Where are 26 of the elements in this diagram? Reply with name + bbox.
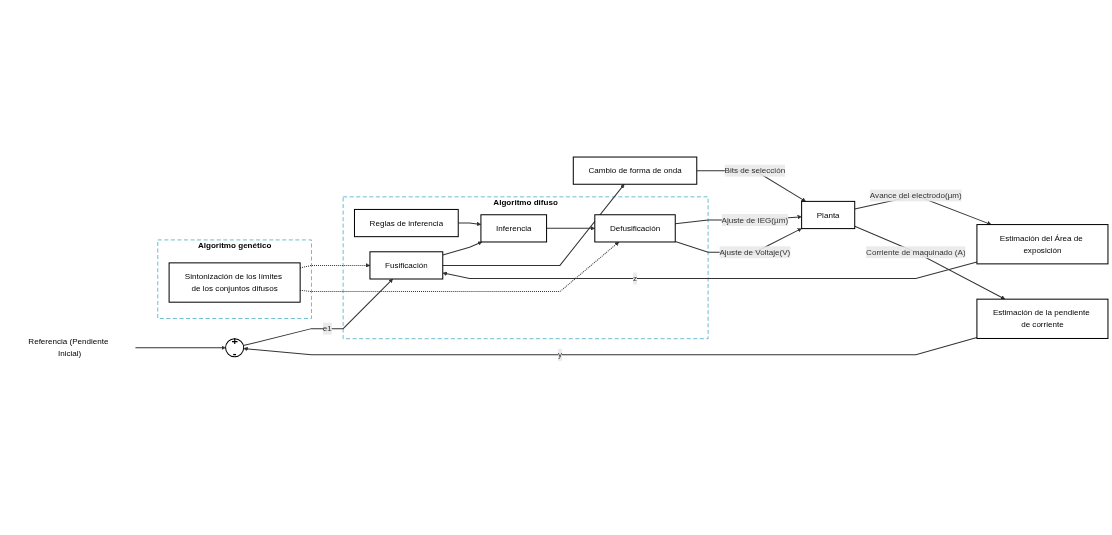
edge-label: e1 [322, 324, 332, 334]
edge-label: Ajuste de IEG(µm) [721, 215, 789, 225]
node-box: Estimación del Área de exposición [976, 224, 1109, 265]
edge-label: Avance del electrodo(µm) [869, 191, 962, 201]
node-box: Cambio de forma de onda [572, 156, 698, 186]
node-box: Planta [801, 201, 856, 230]
arrow [134, 346, 226, 351]
arrow [546, 226, 595, 231]
arrow [442, 241, 483, 256]
node-box: Defusificación [594, 214, 676, 243]
arrow [854, 226, 1006, 300]
node-box: Inferencia [480, 214, 548, 243]
edge-label: Bits de selección [724, 166, 786, 176]
node-box: Estimación de la pendiente de corriente [976, 299, 1109, 340]
edge-label: z [633, 274, 638, 283]
node-circle: + - [225, 338, 245, 358]
edge-label: Corriente de maquinado (A) [866, 248, 966, 257]
edge-label: Ajuste de Voltaje(V) [719, 248, 791, 257]
arrow [442, 184, 625, 267]
node-text: Referencia (Pendiente Inicial) [28, 337, 109, 359]
node-box: Fusificación [369, 251, 444, 280]
node-box: Sintonización de los límites de los conjuntos difusos [168, 262, 301, 304]
arrow [442, 261, 978, 280]
arrow [243, 337, 978, 356]
edge-label: y [557, 350, 562, 360]
node-box: Reglas de inferencia [353, 209, 459, 238]
